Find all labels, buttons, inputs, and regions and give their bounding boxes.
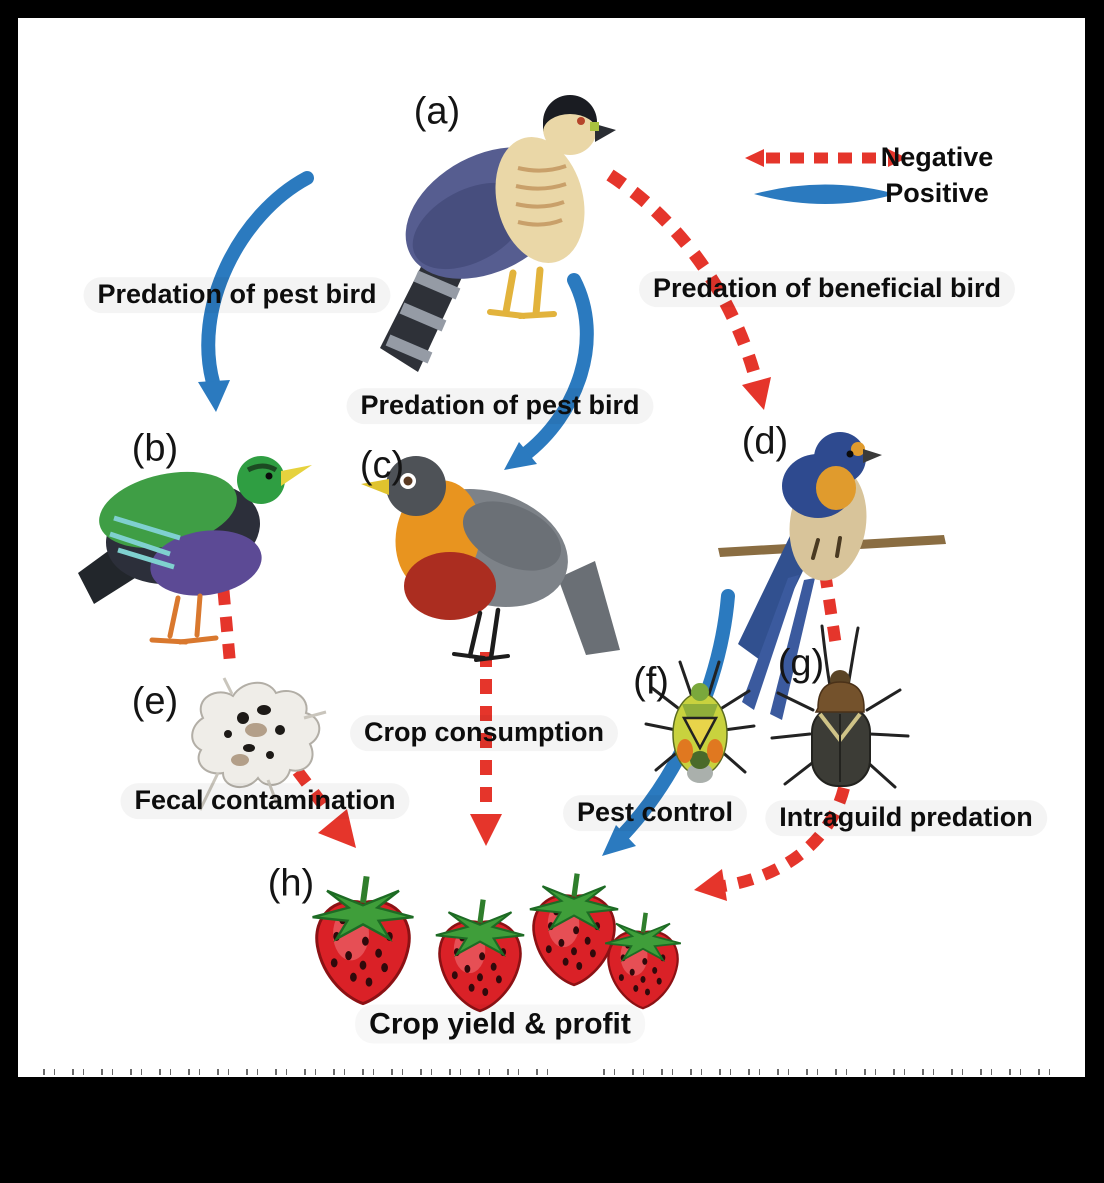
legend-negative-arrow-icon xyxy=(745,149,907,167)
node-tag-g: (g) xyxy=(777,642,825,685)
node-tag-f: (f) xyxy=(633,660,669,703)
edge-label-crop-consumption: Crop consumption xyxy=(350,715,618,751)
edge-label-fecal-contamination: Fecal contamination xyxy=(120,783,410,819)
node-tag-c: (c) xyxy=(359,444,405,487)
negative-arrow-d-to-g xyxy=(815,545,842,647)
legend-negative-label: Negative xyxy=(880,142,994,173)
positive-arrow-a-to-c xyxy=(504,273,594,470)
negative-arrow-c-to-h xyxy=(470,652,502,846)
legend-positive-lens-icon xyxy=(754,184,896,204)
swallow-illustration xyxy=(718,432,946,720)
legend-positive-label: Positive xyxy=(885,178,989,209)
fecal-splatter-illustration xyxy=(191,677,327,811)
strawberries-illustration xyxy=(313,874,681,1011)
negative-arrow-e-to-h xyxy=(260,724,356,848)
edge-label-intraguild-predation: Intraguild predation xyxy=(765,800,1047,836)
node-tag-a: (a) xyxy=(413,90,461,133)
node-tag-d: (d) xyxy=(741,420,789,463)
edge-label-pest-control: Pest control xyxy=(562,795,748,831)
negative-arrow-a-to-d xyxy=(606,169,771,410)
negative-arrow-g-to-h xyxy=(694,786,850,901)
footer-crop-yield-label: Crop yield & profit xyxy=(355,1005,645,1044)
edge-label-predation-pest-mid: Predation of pest bird xyxy=(346,388,654,424)
diagram-artwork xyxy=(78,95,946,1077)
negative-arrow-b-to-e xyxy=(215,562,236,664)
predatory-bug-illustration xyxy=(644,660,756,783)
cropped-caption-remnant-left xyxy=(43,1069,563,1075)
edge-label-predation-pest-left: Predation of pest bird xyxy=(83,277,391,313)
edge-label-predation-beneficial: Predation of beneficial bird xyxy=(638,271,1016,307)
figure-canvas: (a) (b) (c) (d) (e) (f) (g) (h) Predatio… xyxy=(18,18,1085,1077)
cropped-caption-remnant-right xyxy=(603,1069,1063,1075)
node-tag-h: (h) xyxy=(267,862,315,905)
hawk-illustration xyxy=(380,95,616,372)
robin-illustration xyxy=(361,456,620,662)
node-tag-e: (e) xyxy=(131,680,179,723)
positive-arrow-a-to-b xyxy=(198,171,314,412)
pest-beetle-illustration xyxy=(770,624,910,789)
node-tag-b: (b) xyxy=(131,427,179,470)
starling-illustration xyxy=(78,456,312,645)
